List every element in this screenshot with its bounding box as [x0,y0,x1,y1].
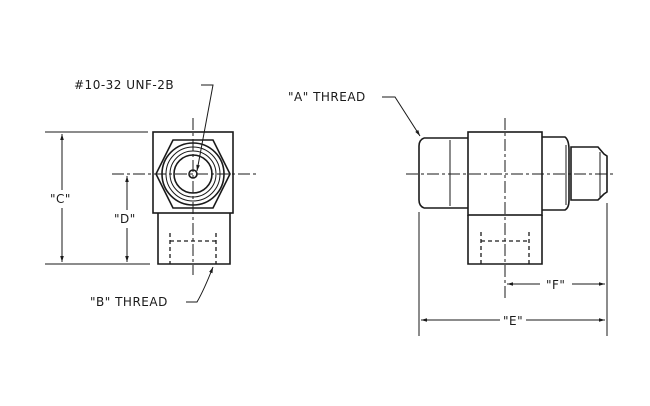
dim-c-label: "C" [50,192,71,206]
end-view: "C" "D" #10-32 UNF-2B "B" THREAD [45,78,256,309]
port-label: #10-32 UNF-2B [74,78,174,92]
dim-f-label: "F" [546,278,565,292]
dim-e-label: "E" [503,314,523,328]
side-view: "F" "E" "A" THREAD [288,90,615,336]
dim-d-label: "D" [114,212,136,226]
thread-a-label: "A" THREAD [288,90,366,104]
thread-b-label: "B" THREAD [90,295,168,309]
